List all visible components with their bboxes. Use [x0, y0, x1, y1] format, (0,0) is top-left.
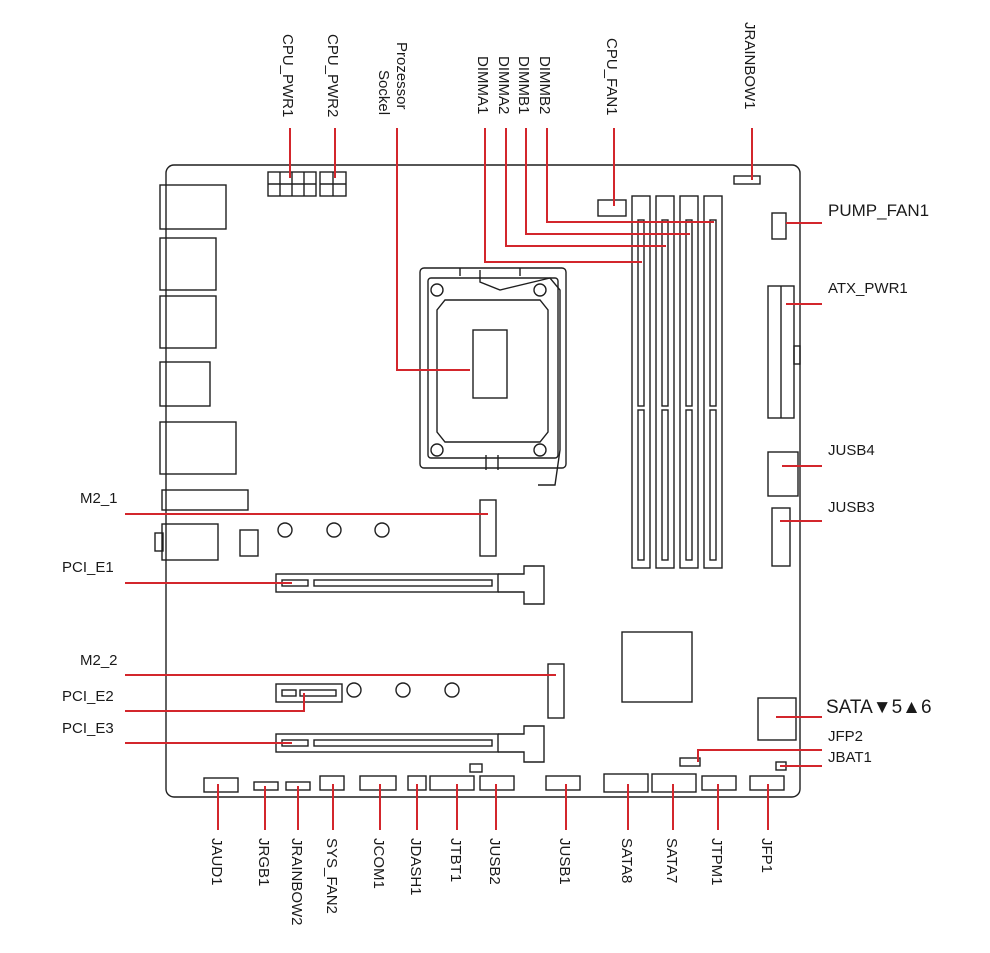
label-pci-e2: PCI_E2 [62, 688, 114, 705]
label-cpu-pwr2: CPU_PWR2 [324, 34, 341, 117]
label-jbat1: JBAT1 [828, 749, 872, 766]
label-jrainbow2: JRAINBOW2 [288, 838, 305, 926]
label-pump-fan1: PUMP_FAN1 [828, 201, 929, 220]
label-atx-pwr1: ATX_PWR1 [828, 280, 908, 297]
rear-io-panel [154, 184, 249, 561]
atx-pwr1-connector [767, 285, 801, 419]
board-outline [165, 164, 801, 798]
standoff-5 [395, 682, 411, 698]
standoff-3 [374, 522, 390, 538]
jusb3-header [771, 507, 791, 567]
jrainbow1-header [733, 175, 761, 185]
label-jfp1: JFP1 [758, 838, 775, 873]
pump-fan1-header [771, 212, 787, 240]
label-jrgb1: JRGB1 [255, 838, 272, 886]
standoff-1 [277, 522, 293, 538]
label-sata8: SATA8 [618, 838, 635, 883]
label-m2-1: M2_1 [80, 490, 118, 507]
label-jdash1: JDASH1 [407, 838, 424, 896]
jfp2-header [679, 757, 701, 767]
label-sata7: SATA7 [663, 838, 680, 883]
m2-1-slot [479, 499, 497, 557]
label-jusb1: JUSB1 [556, 838, 573, 885]
label-jusb3: JUSB3 [828, 499, 875, 516]
label-jrainbow1: JRAINBOW1 [741, 22, 758, 110]
label-socket-line2: Sockel [375, 70, 392, 115]
jtbt1-header [429, 775, 475, 791]
m2-2-slot [547, 663, 565, 719]
label-pci-e1: PCI_E1 [62, 559, 114, 576]
cpu-fan1-header [597, 199, 627, 217]
standoff-4 [346, 682, 362, 698]
cpu-pwr1-connector [267, 171, 317, 197]
dimm-slots [631, 195, 723, 569]
label-m2-2: M2_2 [80, 652, 118, 669]
chipset [621, 631, 693, 703]
label-cpu-fan1: CPU_FAN1 [603, 38, 620, 116]
label-jusb2: JUSB2 [486, 838, 503, 885]
jusb1-header [545, 775, 581, 791]
pci-e2-slot [275, 683, 343, 703]
label-jusb4: JUSB4 [828, 442, 875, 459]
jusb4-header [767, 451, 799, 497]
standoff-2 [326, 522, 342, 538]
label-jcom1: JCOM1 [370, 838, 387, 889]
label-jaud1: JAUD1 [208, 838, 225, 886]
jumper-small [469, 763, 483, 773]
label-dimma1: DIMMA1 [474, 56, 491, 114]
label-pci-e3: PCI_E3 [62, 720, 114, 737]
sata8-connector [603, 773, 649, 793]
pci-e3-slot [275, 725, 545, 763]
jaud1-header [203, 777, 239, 793]
label-sys-fan2: SYS_FAN2 [323, 838, 340, 914]
label-jtpm1: JTPM1 [708, 838, 725, 886]
label-sata56: SATA▼5▲6 [826, 697, 932, 718]
sata56-connector [757, 697, 797, 741]
label-cpu-pwr1: CPU_PWR1 [279, 34, 296, 117]
label-dimma2: DIMMA2 [495, 56, 512, 114]
fan-header-small [239, 529, 259, 557]
label-dimmb2: DIMMB2 [536, 56, 553, 114]
label-socket-line1: Prozessor [393, 42, 410, 110]
label-dimmb1: DIMMB1 [515, 56, 532, 114]
label-jtbt1: JTBT1 [447, 838, 464, 882]
standoff-6 [444, 682, 460, 698]
pci-e1-slot [275, 565, 545, 605]
label-jfp2: JFP2 [828, 728, 863, 745]
cpu-socket [419, 267, 567, 486]
cpu-pwr2-connector [319, 171, 347, 197]
leader-lines [125, 128, 822, 830]
jcom1-header [359, 775, 397, 791]
